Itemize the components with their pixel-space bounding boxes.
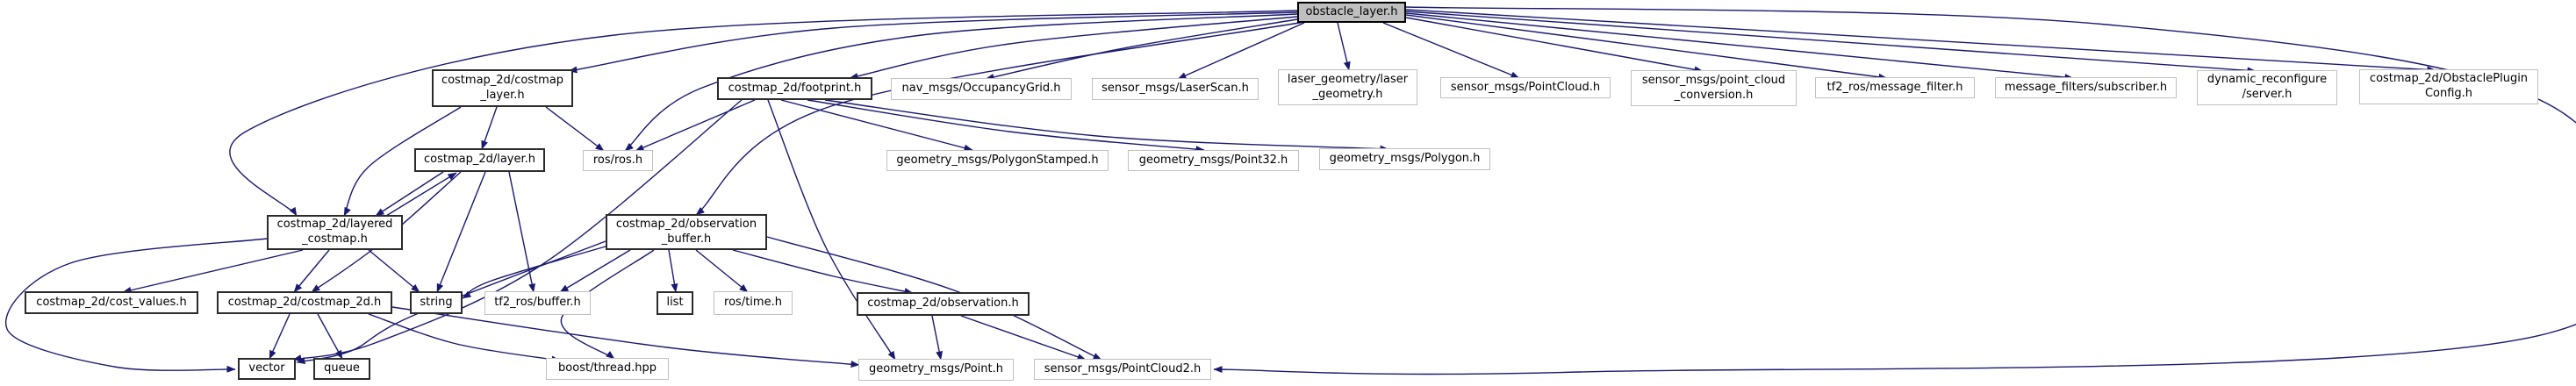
edges-group	[5, 6, 2576, 375]
node-boost_thread[interactable]: boost/thread.hpp	[546, 358, 669, 380]
edge-layered_costmap--cost_values	[122, 249, 304, 294]
edge-costmap_layer--layered_costmap	[343, 106, 462, 217]
edge-obstacle_layer--point_cloud2	[1213, 6, 2576, 375]
edge-costmap_2d--boost_thread	[368, 313, 561, 363]
node-subscriber[interactable]: message_filters/subscriber.h	[1995, 77, 2177, 98]
edge-costmap_2d--queue	[317, 313, 343, 360]
edge-layer--tf2_buffer	[508, 171, 536, 293]
edge-obstacle_layer--observation_buffer	[695, 21, 1305, 216]
node-ros[interactable]: ros/ros.h	[583, 150, 653, 171]
edge-obstacle_layer--pc_conversion	[1405, 17, 1704, 74]
edge-costmap_layer--ros	[545, 106, 605, 152]
node-queue[interactable]: queue	[313, 358, 370, 380]
edge-layered_costmap--layer	[385, 172, 457, 217]
edge-layered_costmap--vector	[5, 238, 268, 373]
edge-obstacle_layer--costmap_layer	[568, 11, 1298, 74]
edge-observation_buffer--ros_time	[695, 249, 749, 293]
edge-observation_buffer--boost_thread	[560, 249, 655, 360]
node-point32[interactable]: geometry_msgs/Point32.h	[1128, 150, 1299, 171]
edge-costmap_layer--layer	[481, 106, 498, 150]
node-layer[interactable]: costmap_2d/layer.h	[414, 148, 545, 172]
edge-obstacle_layer--message_filter	[1405, 14, 1888, 81]
edge-obstacle_layer--plugin_config	[1405, 9, 2436, 74]
edge-observation_buffer--point_cloud2	[766, 236, 1102, 361]
node-occupancy_grid[interactable]: nav_msgs/OccupancyGrid.h	[891, 78, 1072, 100]
node-tf2_buffer[interactable]: tf2_ros/buffer.h	[484, 291, 591, 315]
edge-layer--layered_costmap	[375, 171, 444, 217]
edge-obstacle_layer--dyn_reconfigure	[1405, 11, 2257, 75]
node-costmap_2d[interactable]: costmap_2d/costmap_2d.h	[217, 291, 392, 314]
edge-footprint--point	[767, 99, 896, 361]
node-list[interactable]: list	[657, 291, 693, 315]
node-obstacle_layer[interactable]: obstacle_layer.h	[1297, 2, 1406, 23]
node-message_filter[interactable]: tf2_ros/message_filter.h	[1815, 77, 1975, 98]
node-point[interactable]: geometry_msgs/Point.h	[858, 359, 1014, 381]
edge-obstacle_layer--point_cloud	[1382, 22, 1520, 79]
node-polygon[interactable]: geometry_msgs/Polygon.h	[1319, 148, 1490, 170]
edge-layer--string	[436, 171, 486, 293]
node-plugin_config[interactable]: costmap_2d/ObstaclePlugin Config.h	[2359, 69, 2538, 104]
edge-observation_buffer--tf2_buffer	[559, 249, 631, 293]
edge-observation--point	[931, 315, 944, 361]
node-dyn_reconfigure[interactable]: dynamic_reconfigure /server.h	[2197, 70, 2337, 105]
node-laser_geometry[interactable]: laser_geometry/laser _geometry.h	[1278, 69, 1417, 105]
node-costmap_layer[interactable]: costmap_2d/costmap _layer.h	[432, 69, 573, 107]
node-ros_time[interactable]: ros/time.h	[714, 291, 793, 315]
edge-observation_buffer--vector	[296, 240, 606, 364]
edge-obstacle_layer--laser_geometry	[1337, 22, 1351, 71]
edge-footprint--polygon_stamped	[780, 99, 973, 152]
node-observation_buffer[interactable]: costmap_2d/observation _buffer.h	[606, 214, 767, 250]
edge-obstacle_layer--laser_scan	[1177, 22, 1305, 80]
edge-observation_buffer--list	[668, 249, 678, 293]
edge-costmap_2d--point	[391, 306, 860, 368]
node-laser_scan[interactable]: sensor_msgs/LaserScan.h	[1092, 78, 1259, 100]
node-layered_costmap[interactable]: costmap_2d/layered _costmap.h	[267, 215, 403, 250]
edge-footprint--point32	[807, 99, 1205, 154]
edge-obstacle_layer--occupancy_grid	[985, 18, 1298, 81]
edge-footprint--ros	[635, 99, 756, 152]
node-string[interactable]: string	[410, 291, 463, 314]
node-observation[interactable]: costmap_2d/observation.h	[857, 292, 1030, 316]
edge-footprint--vector	[292, 99, 743, 361]
node-point_cloud[interactable]: sensor_msgs/PointCloud.h	[1440, 77, 1611, 98]
node-cost_values[interactable]: costmap_2d/cost_values.h	[25, 291, 198, 314]
node-point_cloud2[interactable]: sensor_msgs/PointCloud2.h	[1034, 359, 1211, 380]
edge-layered_costmap--costmap_2d	[293, 249, 330, 293]
edge-layered_costmap--string	[368, 249, 420, 293]
node-vector[interactable]: vector	[238, 358, 296, 380]
edge-obstacle_layer--footprint	[849, 16, 1298, 80]
edge-obstacle_layer--ros	[624, 13, 1298, 152]
edge-obstacle_layer--layered_costmap	[229, 10, 1298, 217]
edge-costmap_2d--vector	[269, 313, 291, 360]
edge-observation_buffer--observation	[732, 249, 914, 295]
node-pc_conversion[interactable]: sensor_msgs/point_cloud _conversion.h	[1631, 70, 1797, 106]
edge-observation--point_cloud2	[960, 315, 1087, 361]
edge-obstacle_layer--subscriber	[1405, 12, 2074, 82]
edge-footprint--polygon	[824, 99, 1389, 153]
node-polygon_stamped[interactable]: geometry_msgs/PolygonStamped.h	[886, 150, 1109, 171]
node-footprint[interactable]: costmap_2d/footprint.h	[717, 77, 872, 100]
